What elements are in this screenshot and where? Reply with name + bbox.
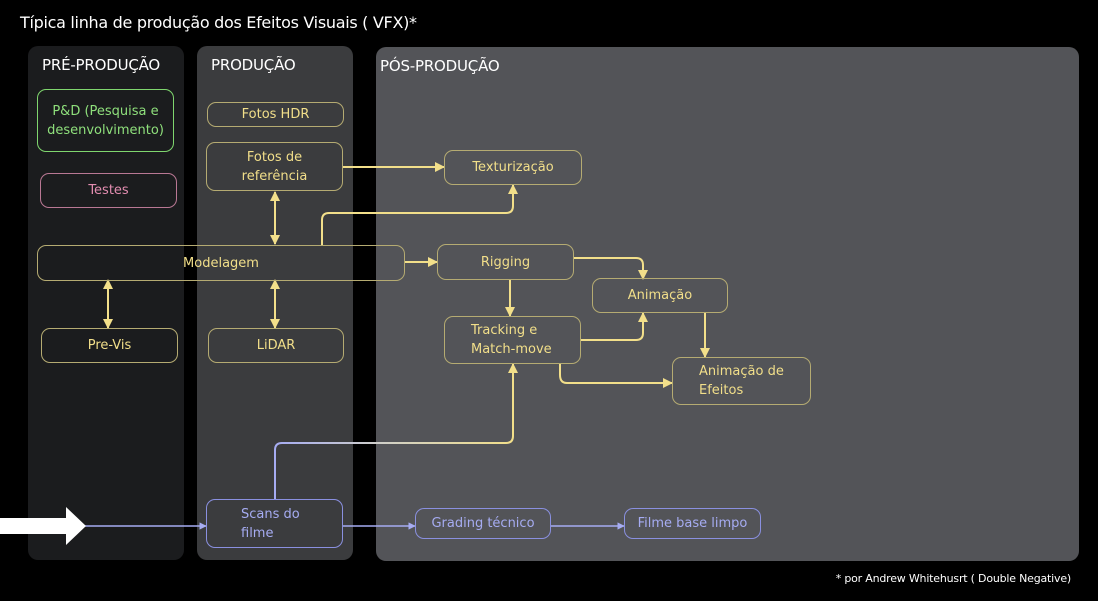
node-texturizacao-label: Texturização [472,160,554,175]
edge-tracking-animefeitos [559,364,673,388]
edge-modelagem-texturizacao [321,184,518,245]
edge-rigging-animacao [573,257,648,280]
node-lidar-label: LiDAR [256,338,296,353]
node-fotos-referencia[interactable]: Fotos de referência [206,142,343,191]
big-right-arrow-icon [0,507,86,545]
diagram-title: Típica linha de produção dos Efeitos Vis… [20,13,417,32]
node-animacao-efeitos-label: Animação de Efeitos [699,364,784,398]
node-animacao-efeitos[interactable]: Animação de Efeitos [672,357,811,405]
footnote: * por Andrew Whitehusrt ( Double Negativ… [835,572,1071,585]
node-tracking-label: Tracking e Match-move [471,323,552,357]
node-texturizacao[interactable]: Texturização [444,150,582,185]
node-animacao[interactable]: Animação [592,278,728,313]
node-modelagem[interactable]: Modelagem [37,245,405,281]
node-pd[interactable]: P&D (Pesquisa e desenvolvimento) [37,89,174,152]
node-fotos-hdr-label: Fotos HDR [241,107,310,122]
panel-title-pre-production: PRÉ-PRODUÇÃO [42,56,161,74]
node-filme-base-label: Filme base limpo [637,516,748,531]
node-scans-label: Scans do filme [241,506,300,541]
node-previs[interactable]: Pre-Vis [41,328,178,363]
node-rigging[interactable]: Rigging [437,244,574,280]
node-rigging-label: Rigging [480,254,531,270]
node-pd-label: P&D (Pesquisa e desenvolvimento) [47,103,164,138]
node-filme-base[interactable]: Filme base limpo [624,508,761,539]
node-tracking[interactable]: Tracking e Match-move [444,316,581,364]
edge-tracking-animacao [581,312,648,341]
node-grading-label: Grading técnico [431,516,535,531]
node-grading[interactable]: Grading técnico [415,508,551,539]
edge-scans-tracking [274,363,518,499]
node-animacao-label: Animação [627,288,693,303]
panel-title-production: PRODUÇÃO [211,56,296,74]
node-testes[interactable]: Testes [40,173,177,208]
node-scans[interactable]: Scans do filme [206,499,343,548]
panel-title-post-production: PÓS-PRODUÇÃO [380,57,500,75]
node-fotos-hdr[interactable]: Fotos HDR [207,102,344,127]
node-testes-label: Testes [88,183,129,198]
node-lidar[interactable]: LiDAR [208,328,344,363]
node-previs-label: Pre-Vis [87,338,132,353]
node-fotos-referencia-label: Fotos de referência [241,149,308,184]
node-modelagem-label: Modelagem [183,255,259,271]
